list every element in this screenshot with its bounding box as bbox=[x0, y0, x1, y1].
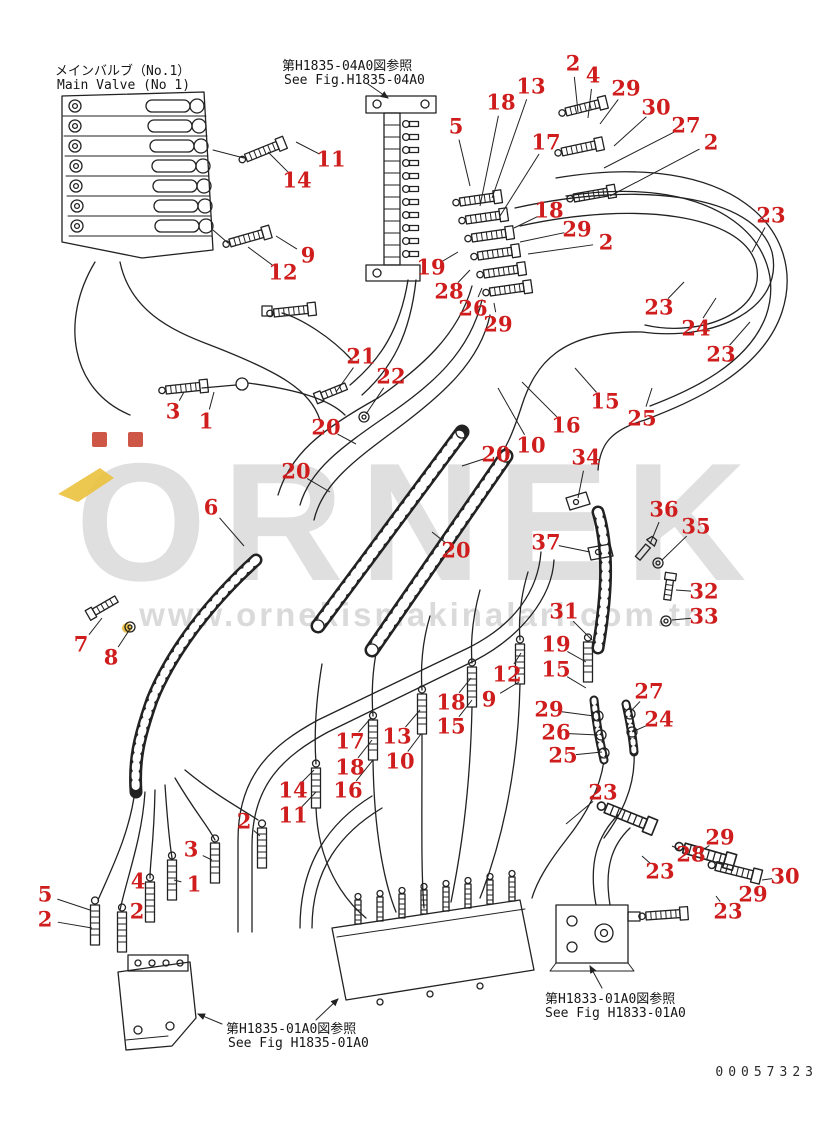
callout-16: 16 bbox=[551, 412, 581, 438]
label-main-valve-jp: メインバルブ（No.1） bbox=[55, 64, 191, 79]
callout-25: 25 bbox=[627, 405, 657, 431]
callout-15: 15 bbox=[541, 656, 571, 682]
callout-2: 2 bbox=[129, 898, 145, 924]
callout-9: 9 bbox=[481, 686, 497, 712]
callout-8: 8 bbox=[103, 644, 119, 670]
callout-2: 2 bbox=[37, 906, 53, 932]
callout-30: 30 bbox=[641, 94, 671, 120]
label-fig-h1835-01a0-en: See Fig H1835-01A0 bbox=[228, 1036, 369, 1051]
callout-14: 14 bbox=[282, 167, 312, 193]
callout-32: 32 bbox=[689, 578, 719, 604]
callout-29: 29 bbox=[611, 75, 641, 101]
callout-18: 18 bbox=[436, 689, 466, 715]
callout-4: 4 bbox=[130, 868, 146, 894]
callout-3: 3 bbox=[183, 836, 199, 862]
callout-11: 11 bbox=[278, 802, 308, 828]
callout-13: 13 bbox=[516, 73, 546, 99]
callout-16: 16 bbox=[333, 777, 363, 803]
callout-18: 18 bbox=[486, 89, 516, 115]
callout-2: 2 bbox=[703, 129, 719, 155]
callout-23: 23 bbox=[713, 898, 743, 924]
callout-27: 27 bbox=[634, 678, 664, 704]
callout-13: 13 bbox=[382, 723, 412, 749]
callout-1: 1 bbox=[198, 408, 214, 434]
callout-35: 35 bbox=[681, 513, 711, 539]
callout-30: 30 bbox=[770, 863, 800, 889]
callout-20: 20 bbox=[311, 414, 341, 440]
callout-20: 20 bbox=[281, 458, 311, 484]
callout-29: 29 bbox=[483, 311, 513, 337]
callout-21: 21 bbox=[346, 343, 376, 369]
callout-2: 2 bbox=[565, 50, 581, 76]
doc-number: 00057323 bbox=[715, 1065, 818, 1080]
callout-20: 20 bbox=[441, 537, 471, 563]
callout-27: 27 bbox=[671, 112, 701, 138]
callout-17: 17 bbox=[335, 728, 365, 754]
mounting-plate bbox=[315, 869, 535, 1021]
callout-20: 20 bbox=[481, 441, 511, 467]
callout-29: 29 bbox=[738, 881, 768, 907]
callout-36: 36 bbox=[649, 496, 679, 522]
callout-24: 24 bbox=[681, 315, 711, 341]
callout-9: 9 bbox=[300, 242, 316, 268]
label-fig-h1835-04a0-jp: 第H1835-04A0図参照 bbox=[282, 59, 413, 74]
label-fig-h1833-01a0-en: See Fig H1833-01A0 bbox=[545, 1006, 686, 1021]
label-fig-h1835-01a0-jp: 第H1835-01A0図参照 bbox=[226, 1022, 357, 1037]
yellow-arrow-mark bbox=[58, 468, 132, 633]
callout-25: 25 bbox=[548, 742, 578, 768]
callout-12: 12 bbox=[268, 259, 298, 285]
callout-10: 10 bbox=[385, 748, 415, 774]
callout-19: 19 bbox=[541, 631, 571, 657]
callout-23: 23 bbox=[706, 341, 736, 367]
callout-23: 23 bbox=[756, 202, 786, 228]
callout-26: 26 bbox=[541, 719, 571, 745]
callout-37: 37 bbox=[531, 529, 561, 555]
callout-15: 15 bbox=[436, 713, 466, 739]
callout-6: 6 bbox=[203, 494, 219, 520]
solenoid-valve-block bbox=[549, 796, 764, 989]
label-fig-h1835-04a0-en: See Fig.H1835-04A0 bbox=[284, 73, 425, 88]
callout-29: 29 bbox=[562, 216, 592, 242]
callout-23: 23 bbox=[644, 294, 674, 320]
callout-3: 3 bbox=[165, 398, 181, 424]
callout-29: 29 bbox=[534, 696, 564, 722]
wrapped-hoses bbox=[129, 424, 639, 799]
callout-2: 2 bbox=[236, 808, 252, 834]
callout-28: 28 bbox=[676, 841, 706, 867]
callout-28: 28 bbox=[434, 278, 464, 304]
bottom-left-bracket bbox=[117, 954, 223, 1051]
callout-1: 1 bbox=[186, 871, 202, 897]
callout-15: 15 bbox=[590, 388, 620, 414]
callout-14: 14 bbox=[278, 777, 308, 803]
callout-12: 12 bbox=[492, 661, 522, 687]
callout-31: 31 bbox=[549, 598, 579, 624]
callout-2: 2 bbox=[598, 229, 614, 255]
callout-5: 5 bbox=[448, 113, 464, 139]
callout-34: 34 bbox=[571, 444, 601, 470]
manifold-assembly bbox=[365, 83, 437, 282]
callout-29: 29 bbox=[705, 824, 735, 850]
callout-17: 17 bbox=[531, 129, 561, 155]
callout-10: 10 bbox=[516, 432, 546, 458]
callout-19: 19 bbox=[416, 254, 446, 280]
callout-5: 5 bbox=[37, 881, 53, 907]
callout-26: 26 bbox=[458, 295, 488, 321]
callout-23: 23 bbox=[588, 779, 618, 805]
main-valve-assembly bbox=[61, 91, 245, 259]
callout-18: 18 bbox=[534, 197, 564, 223]
upper-fittings bbox=[157, 94, 618, 398]
callout-7: 7 bbox=[73, 631, 89, 657]
callout-22: 22 bbox=[376, 363, 406, 389]
callout-18: 18 bbox=[335, 754, 365, 780]
callout-33: 33 bbox=[689, 603, 719, 629]
callout-24: 24 bbox=[644, 706, 674, 732]
label-fig-h1833-01a0-jp: 第H1833-01A0図参照 bbox=[545, 992, 676, 1007]
callout-23: 23 bbox=[645, 858, 675, 884]
label-main-valve-en: Main Valve (No 1) bbox=[57, 78, 191, 93]
callout-4: 4 bbox=[585, 62, 601, 88]
callout-11: 11 bbox=[316, 146, 346, 172]
